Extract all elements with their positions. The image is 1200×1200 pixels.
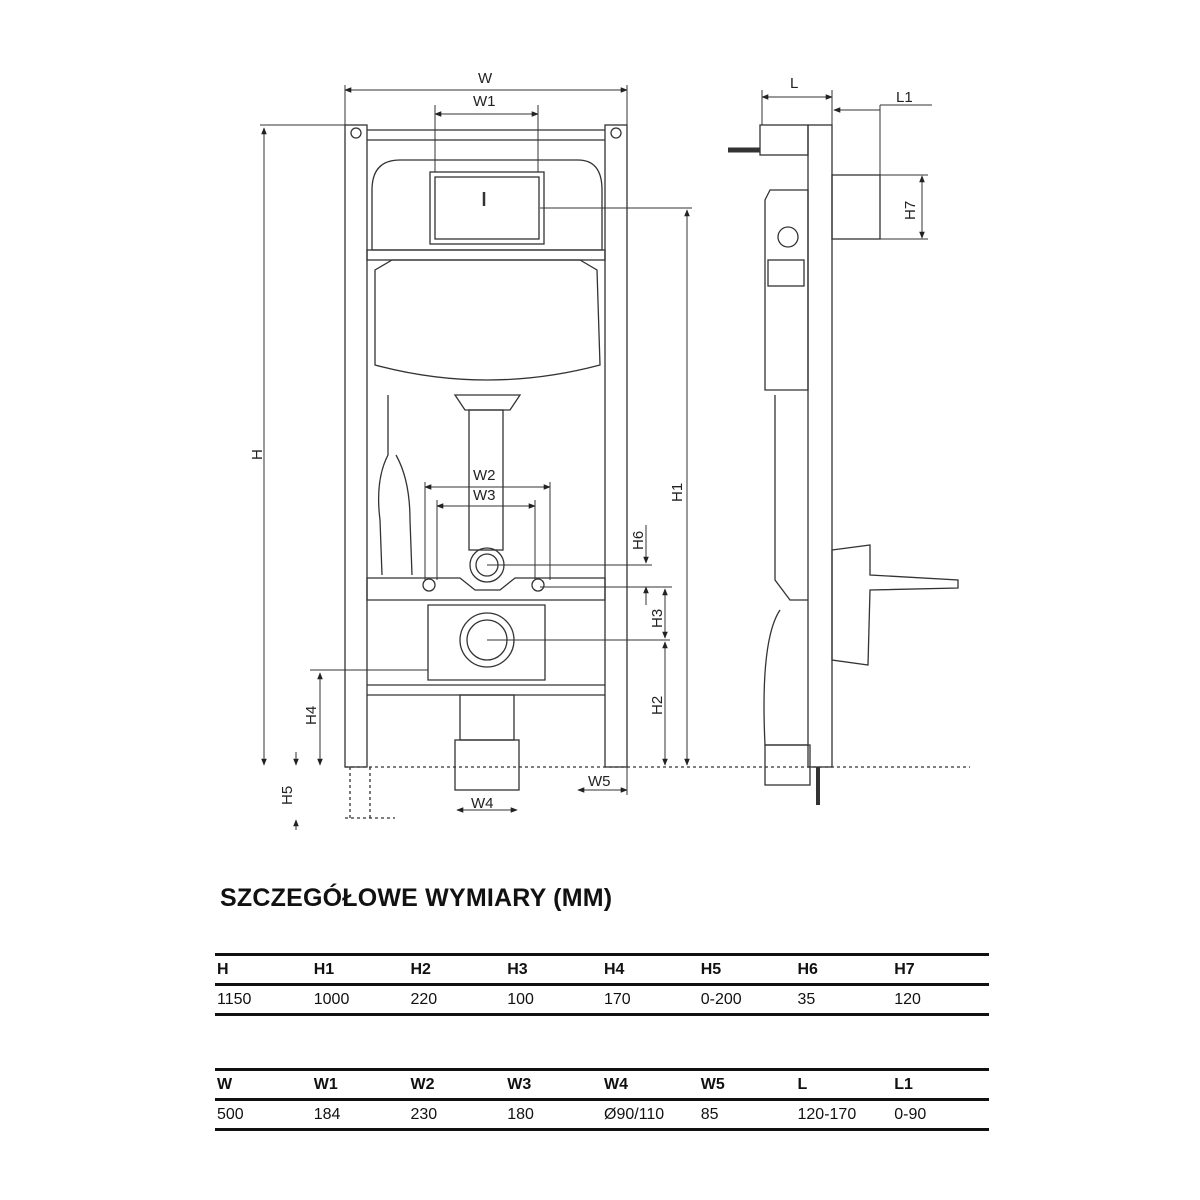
value-cell: 184 — [313, 1105, 341, 1123]
label-h: H — [249, 449, 266, 460]
dimension-labels: W W1 W2 W3 W4 W5 H H1 H2 H3 H4 H5 H6 L L… — [249, 70, 919, 812]
label-h7: H7 — [902, 201, 919, 220]
widths-table: W W1 W2 W3 W4 W5 L L1 500 184 230 180 Ø9… — [215, 1068, 989, 1131]
header-cell: W5 — [700, 1075, 725, 1093]
label-h4: H4 — [303, 706, 320, 725]
table-row: 500 184 230 180 Ø90/110 85 120-170 0-90 — [215, 1101, 989, 1128]
label-h1: H1 — [669, 483, 686, 502]
label-w5: W5 — [588, 773, 611, 790]
value-cell: 170 — [604, 990, 631, 1008]
header-cell: W — [217, 1075, 233, 1093]
value-cell: 35 — [797, 990, 816, 1008]
header-cell: L1 — [894, 1075, 913, 1093]
header-cell: H2 — [410, 960, 431, 978]
header-cell: W4 — [604, 1075, 628, 1093]
table-row: 1150 1000 220 100 170 0-200 35 120 — [215, 986, 989, 1013]
header-cell: H3 — [507, 960, 528, 978]
header-cell: H7 — [894, 960, 915, 978]
label-h3: H3 — [649, 609, 666, 628]
label-h2: H2 — [649, 696, 666, 715]
value-cell: 0-200 — [700, 990, 742, 1008]
section-title: SZCZEGÓŁOWE WYMIARY (MM) — [220, 884, 613, 912]
table-header-row: H H1 H2 H3 H4 H5 H6 H7 — [215, 956, 989, 986]
label-h5: H5 — [279, 786, 296, 805]
value-cell: 120-170 — [797, 1105, 857, 1123]
header-cell: W1 — [313, 1075, 338, 1093]
front-view — [344, 124, 970, 819]
value-cell: 1150 — [217, 990, 252, 1008]
value-cell: 500 — [217, 1105, 244, 1123]
label-w3: W3 — [473, 487, 496, 504]
table-header-row: W W1 W2 W3 W4 W5 L L1 — [215, 1071, 989, 1101]
header-cell: L — [797, 1075, 808, 1093]
header-cell: H6 — [797, 960, 818, 978]
header-cell: H5 — [700, 960, 722, 978]
value-cell: 0-90 — [894, 1105, 927, 1123]
value-cell: 1000 — [313, 990, 350, 1008]
dimension-lines — [260, 85, 692, 830]
label-h6: H6 — [630, 531, 647, 550]
label-w2: W2 — [473, 467, 496, 484]
label-l: L — [790, 75, 798, 92]
label-w1: W1 — [473, 93, 496, 110]
value-cell: 100 — [507, 990, 534, 1008]
value-cell: 230 — [410, 1105, 438, 1123]
heights-table: H H1 H2 H3 H4 H5 H6 H7 1150 1000 220 100… — [215, 953, 989, 1016]
value-cell: 85 — [700, 1105, 719, 1123]
side-view — [728, 124, 959, 805]
header-cell: H — [217, 960, 229, 978]
header-cell: H4 — [604, 960, 625, 978]
header-cell: W3 — [507, 1075, 532, 1093]
value-cell: 220 — [410, 990, 438, 1008]
value-cell: Ø90/110 — [604, 1105, 665, 1123]
label-w: W — [478, 70, 493, 87]
label-l1: L1 — [896, 89, 913, 106]
header-cell: W2 — [410, 1075, 435, 1093]
side-dimension-lines — [761, 90, 932, 240]
value-cell: 120 — [894, 990, 921, 1008]
label-w4: W4 — [471, 795, 494, 812]
header-cell: H1 — [313, 960, 335, 978]
value-cell: 180 — [507, 1105, 534, 1123]
technical-drawing: W W1 W2 W3 W4 W5 H H1 H2 H3 H4 H5 H6 L L… — [249, 70, 970, 830]
